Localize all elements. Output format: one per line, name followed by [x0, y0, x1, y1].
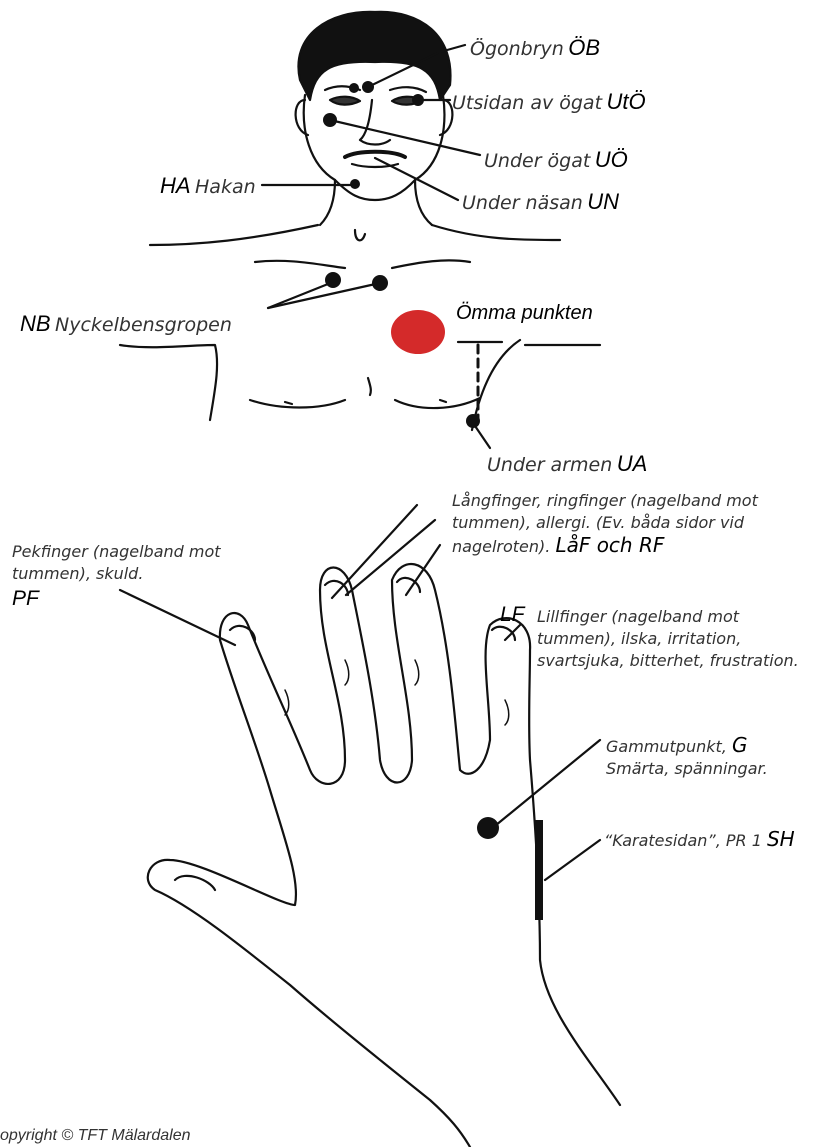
ear-right	[440, 100, 452, 135]
code-un: UN	[587, 189, 619, 214]
ear-left	[296, 100, 308, 135]
arm-left	[120, 345, 217, 420]
code-pf: PF	[12, 588, 39, 609]
code-ob: ÖB	[568, 35, 600, 60]
leader-uo	[330, 120, 480, 155]
knuckle-c	[415, 660, 419, 685]
mustache	[345, 152, 405, 157]
label-ob: Ögonbryn ÖB	[470, 37, 600, 59]
shoulder-right	[432, 225, 560, 240]
thumb-nail	[175, 876, 215, 890]
code-g: G	[732, 733, 748, 757]
knuckle-b	[345, 660, 349, 685]
code-uto: UtÖ	[606, 89, 645, 114]
brow-right	[390, 87, 426, 92]
label-ha: HA Hakan	[160, 175, 256, 197]
label-uo: Under ögat UÖ	[484, 149, 628, 171]
label-lf: Lillfinger (nagelband mot tummen), ilska…	[537, 606, 827, 672]
eye-left	[330, 97, 360, 105]
label-ua: Under armen UA	[487, 453, 647, 475]
label-sh: “Karatesidan”, PR 1 SH	[604, 828, 834, 852]
chest-right	[395, 398, 480, 408]
point-ob-2	[349, 83, 359, 93]
leader-laf1	[332, 505, 417, 598]
point-uto	[412, 94, 424, 106]
point-ob	[362, 81, 374, 93]
sternum	[368, 378, 371, 395]
neck-notch	[355, 230, 365, 240]
leader-lf	[505, 625, 520, 640]
point-ha	[350, 179, 360, 189]
label-omma: Ömma punkten	[456, 303, 593, 323]
code-laf: LåF och RF	[555, 533, 664, 557]
label-un: Under näsan UN	[462, 191, 619, 213]
label-g: Gammutpunkt, G Smärta, spänningar.	[606, 734, 826, 780]
code-ha: HA	[160, 173, 191, 198]
code-sh: SH	[767, 827, 795, 851]
nipple-left	[285, 402, 292, 404]
label-pf: Pekfinger (nagelband mot tummen), skuld.	[12, 541, 272, 585]
code-uo: UÖ	[595, 147, 628, 172]
chest-left	[250, 400, 345, 408]
collarbone-right	[392, 260, 470, 268]
nose	[360, 100, 390, 145]
knuckle-d	[505, 700, 509, 725]
leader-g	[490, 740, 600, 830]
shoulder-left	[150, 225, 318, 245]
label-uto: Utsidan av ögat UtÖ	[452, 91, 646, 113]
label-nb: NB Nyckelbensgropen	[20, 313, 232, 335]
nipple-right	[440, 400, 446, 402]
omma-punkten-marker	[391, 310, 445, 354]
code-nb: NB	[20, 311, 51, 336]
copyright: opyright © TFT Mälardalen	[0, 1128, 191, 1144]
neck-left	[320, 180, 335, 225]
point-ua	[466, 414, 480, 428]
hair	[298, 12, 450, 100]
label-laf: Långfinger, ringfinger (nagelband mot tu…	[452, 490, 812, 558]
leader-pf	[120, 590, 235, 645]
collarbone-left	[255, 261, 345, 268]
point-nb-right	[372, 275, 388, 291]
point-g	[477, 817, 499, 839]
point-nb-left	[325, 272, 341, 288]
code-ua: UA	[617, 451, 648, 476]
point-uo	[323, 113, 337, 127]
leader-laf2	[346, 520, 435, 595]
point-sh	[535, 820, 543, 920]
leader-sh	[545, 840, 600, 880]
code-lf: LF	[500, 604, 525, 625]
